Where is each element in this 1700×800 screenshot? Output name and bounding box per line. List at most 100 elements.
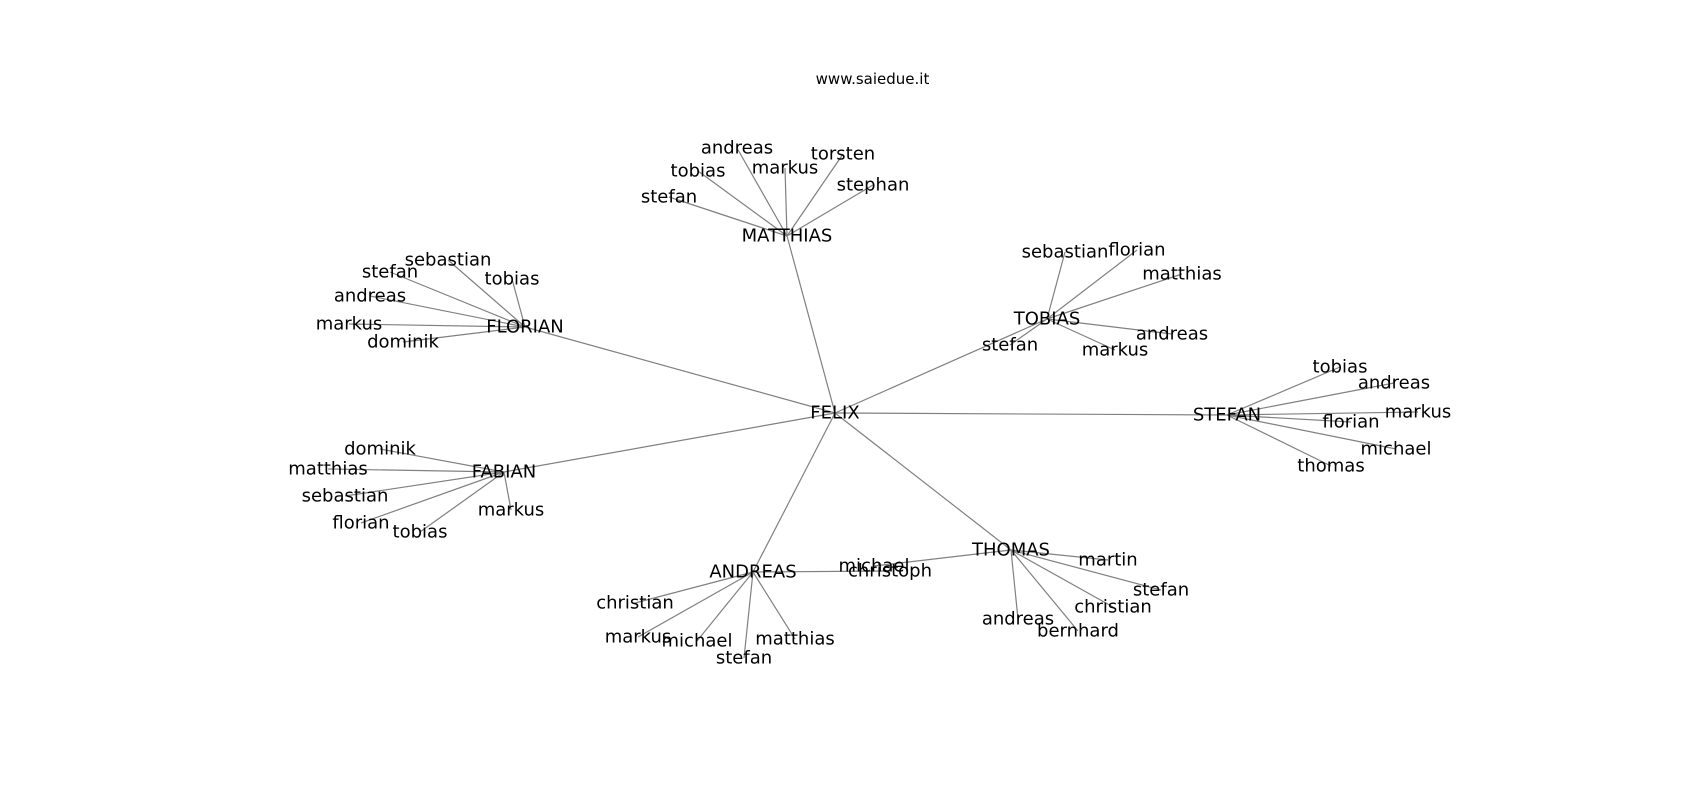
hub-node-matthias: MATTHIAS [742,226,833,247]
edge-tobias-sebastian [1046,251,1066,320]
edge-stefan-florian [1226,414,1352,423]
center-node-felix: FELIX [810,403,859,424]
edge-tobias-andreas [1046,318,1173,335]
hub-node-thomas: THOMAS [971,540,1050,561]
leaf-node-matthias-torsten: torsten [811,144,875,165]
edge-stefan-andreas [1226,382,1395,416]
edge-thomas-christian [1010,549,1114,608]
edge-florian-tobias [511,278,526,328]
hub-node-florian: FLORIAN [486,317,564,338]
hub-node-stefan: STEFAN [1193,405,1261,426]
edge-andreas-markus [637,571,754,638]
edge-fabian-matthias [327,468,505,473]
edge-tobias-stefan [1009,318,1048,346]
edge-fabian-tobias [419,471,505,533]
hub-node-fabian: FABIAN [472,462,536,483]
edge-fabian-sebastian [344,471,505,497]
edge-matthias-torsten [786,153,844,237]
leaf-node-florian-tobias: tobias [485,269,540,290]
leaf-node-stefan-thomas: thomas [1297,456,1364,477]
edge-andreas-christian [634,571,754,604]
leaf-node-stefan-florian: florian [1322,412,1379,433]
edge-florian-sebastian [447,259,526,328]
edge-felix-stefan [834,412,1228,416]
edge-matthias-stefan [668,196,788,237]
leaf-node-fabian-matthias: matthias [288,459,368,480]
edge-thomas-andreas [1010,549,1019,620]
edge-andreas-matthias [752,571,796,640]
edge-florian-stefan [389,271,526,328]
edge-felix-thomas [834,412,1012,551]
leaf-node-tobias-markus: markus [1082,340,1149,361]
leaf-node-tobias-stefan: stefan [982,335,1038,356]
edge-felix-andreas [752,412,836,573]
hub-node-tobias: TOBIAS [1013,309,1081,330]
edge-felix-fabian [503,412,836,473]
leaf-node-thomas-andreas: andreas [982,609,1054,630]
leaf-node-matthias-stefan: stefan [641,187,697,208]
edge-thomas-bernhard [1010,549,1079,632]
edge-thomas-stefan [1010,549,1162,591]
leaf-node-thomas-martin: martin [1078,550,1137,571]
edge-stefan-markus [1226,411,1419,416]
edge-tobias-florian [1046,249,1138,320]
site-title: www.saiedue.it [815,70,930,88]
leaf-node-florian-stefan: stefan [362,262,418,283]
edge-fabian-florian [360,471,505,524]
leaf-node-thomas-christian: christian [1074,597,1152,618]
edge-stefan-tobias [1226,366,1341,416]
leaf-node-matthias-stephan: stephan [837,175,910,196]
leaf-node-tobias-florian: florian [1108,240,1165,261]
edge-tobias-markus [1046,318,1116,351]
edge-florian-markus [348,323,526,328]
leaf-node-fabian-dominik: dominik [344,439,416,460]
leaf-node-florian-sebastian: sebastian [405,250,492,271]
edge-andreas-christoph [752,570,891,573]
edge-andreas-stefan [743,571,754,659]
leaf-node-fabian-markus: markus [478,500,545,521]
leaf-node-matthias-andreas: andreas [701,138,773,159]
leaf-node-stefan-markus: markus [1385,402,1452,423]
leaf-node-stefan-michael: michael [1361,439,1432,460]
leaf-node-thomas-stefan: stefan [1133,580,1189,601]
leaf-node-andreas-stefan: stefan [716,648,772,669]
edge-fabian-dominik [379,448,505,473]
leaf-node-tobias-matthias: matthias [1142,264,1222,285]
leaf-node-andreas-christian: christian [596,593,674,614]
leaf-node-andreas-markus: markus [605,627,672,648]
leaf-node-stefan-andreas: andreas [1358,373,1430,394]
edge-florian-dominik [402,326,526,343]
edge-stefan-thomas [1226,414,1332,467]
leaf-node-andreas-matthias: matthias [755,629,835,650]
leaf-node-matthias-markus: markus [752,158,819,179]
nodes: stefantobiasandreasmarkustorstenstephanM… [288,138,1451,669]
edge-stefan-michael [1226,414,1397,450]
leaf-node-florian-markus: markus [316,314,383,335]
leaf-node-andreas-christoph: christoph [848,561,932,582]
leaf-node-andreas-michael: michael [662,631,733,652]
leaf-node-matthias-tobias: tobias [671,161,726,182]
leaf-node-tobias-sebastian: sebastian [1022,242,1109,263]
edge-matthias-tobias [697,170,788,237]
edge-matthias-markus [784,167,788,237]
leaf-node-fabian-tobias: tobias [393,522,448,543]
edge-thomas-michael [873,549,1012,567]
edge-andreas-michael [696,571,754,642]
leaf-node-florian-dominik: dominik [367,332,439,353]
edge-felix-matthias [786,235,836,414]
leaf-node-thomas-bernhard: bernhard [1037,621,1119,642]
leaf-node-florian-andreas: andreas [334,286,406,307]
header: www.saiedue.it [0,70,1700,89]
hub-node-andreas: ANDREAS [709,562,796,583]
edge-felix-tobias [834,318,1048,414]
edge-matthias-stephan [786,184,874,237]
leaf-node-tobias-andreas: andreas [1136,324,1208,345]
edge-felix-florian [524,326,836,414]
leaf-node-fabian-sebastian: sebastian [302,486,389,507]
edge-tobias-matthias [1046,273,1183,320]
edge-matthias-andreas [736,147,788,237]
leaf-node-stefan-tobias: tobias [1313,357,1368,378]
edge-thomas-martin [1010,549,1109,561]
edges [327,147,1419,659]
